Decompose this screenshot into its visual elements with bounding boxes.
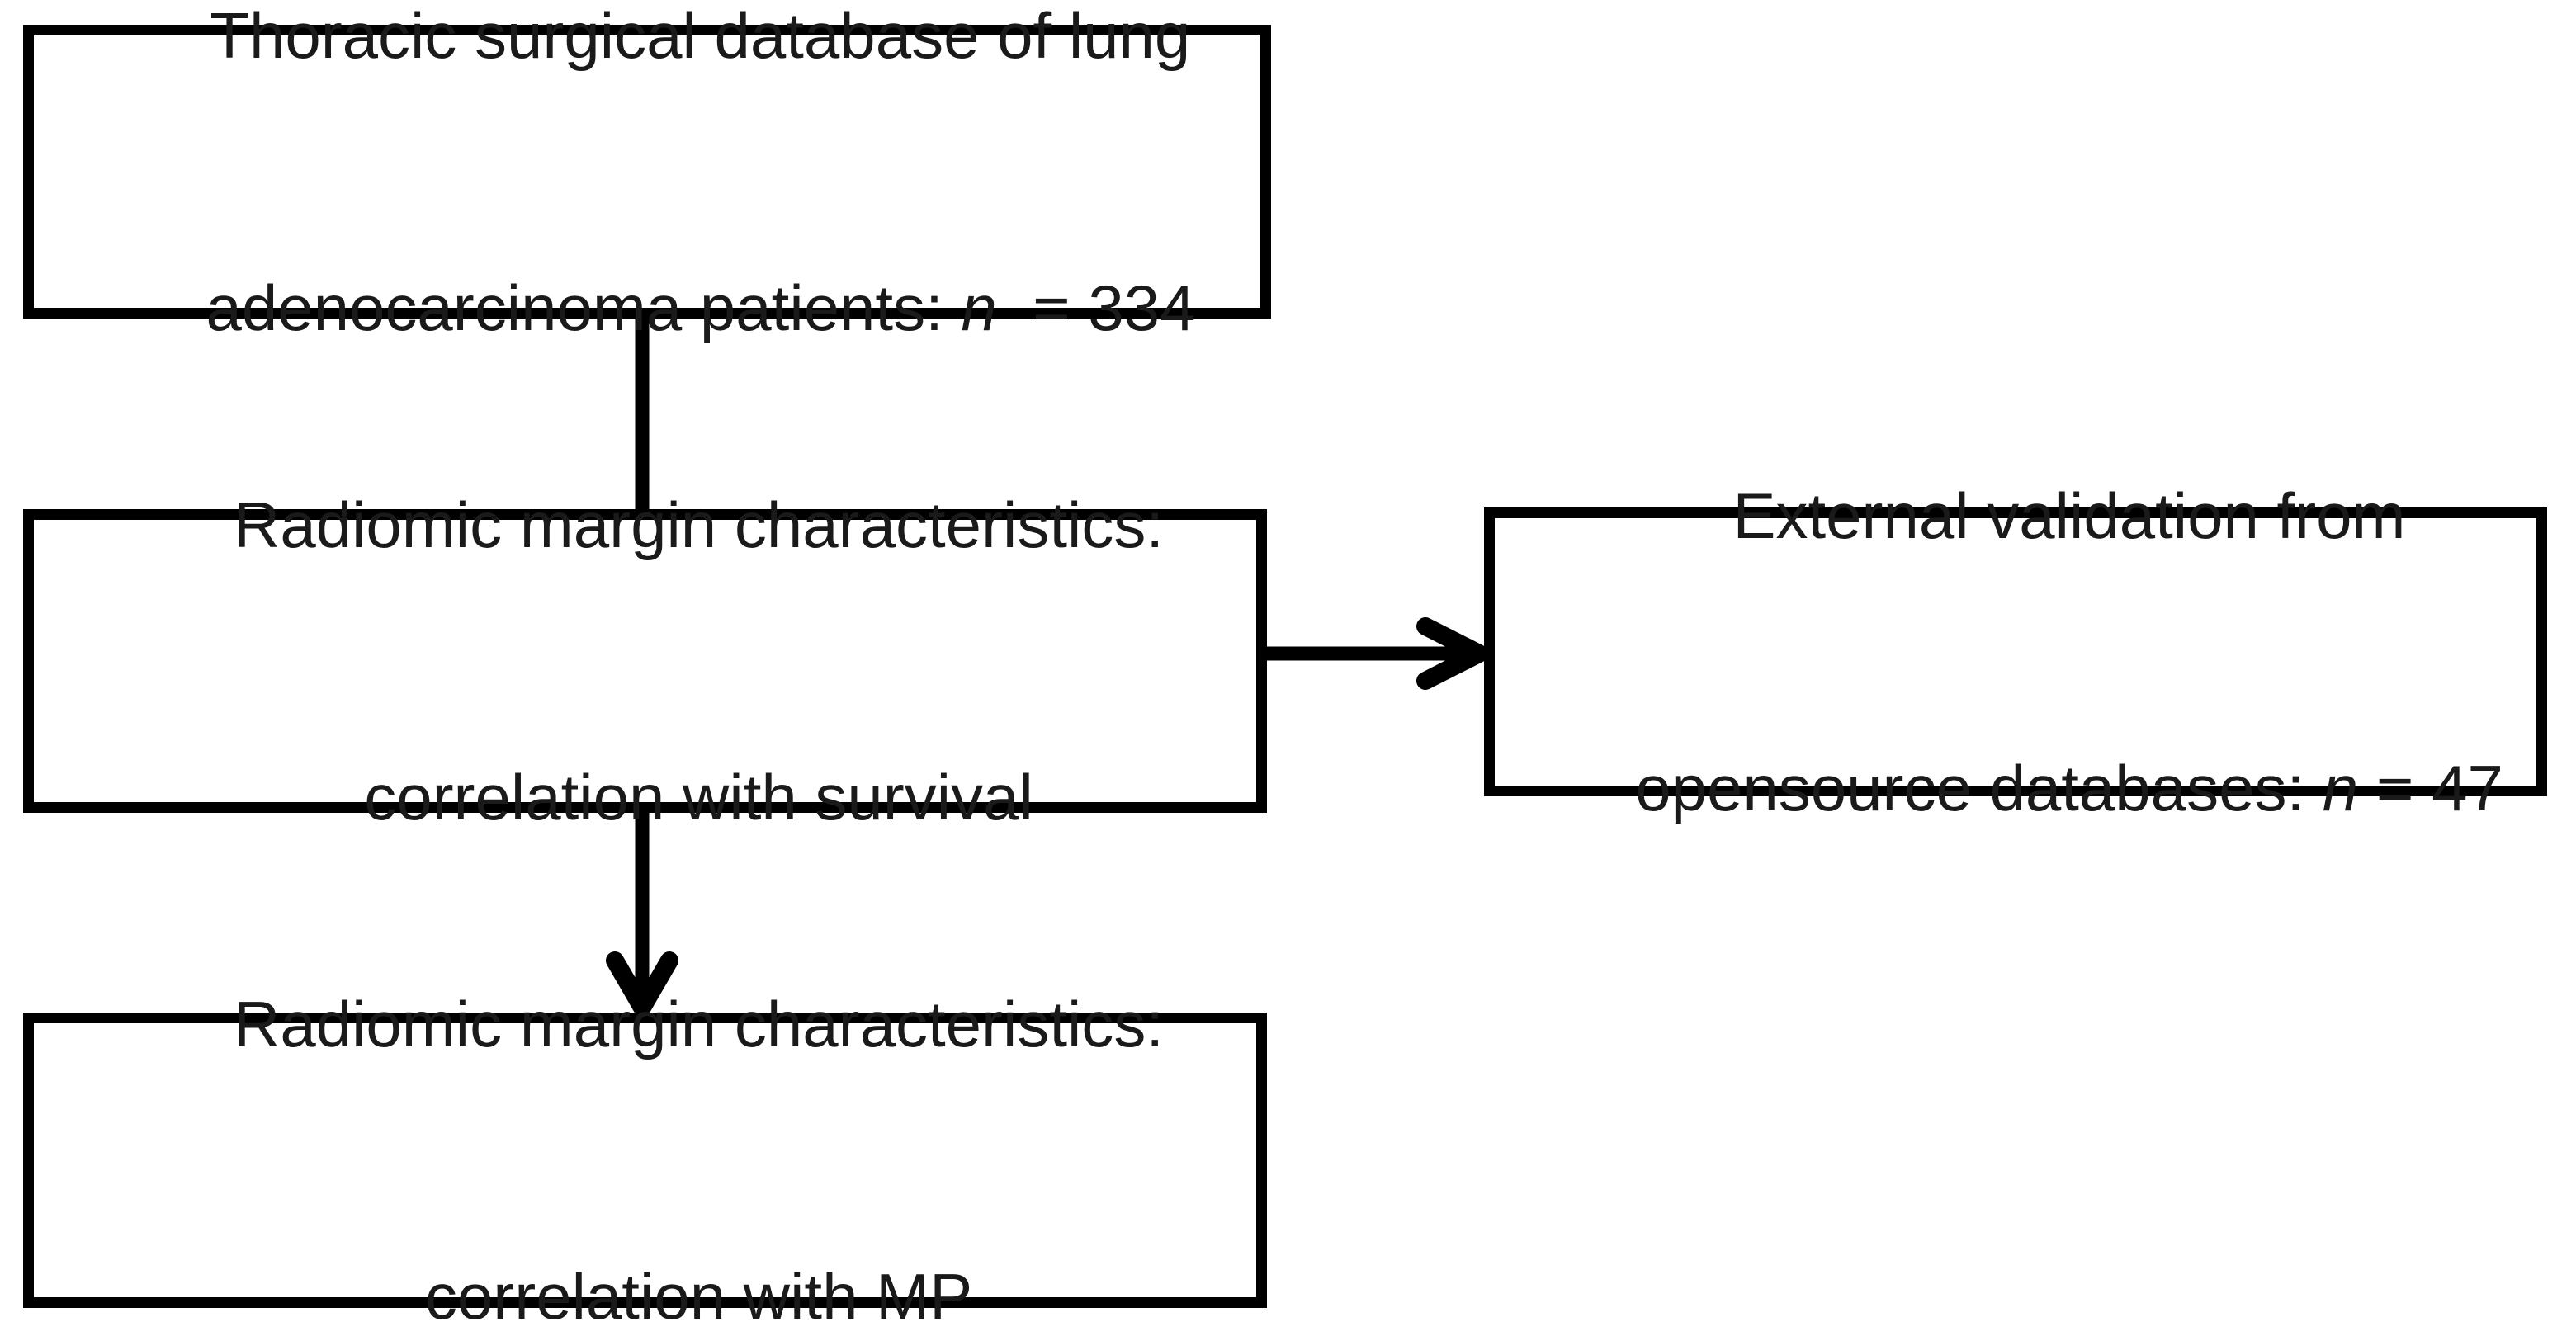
radiomic-mp-line2: correlation with MP [318, 1160, 972, 1336]
radiomic-survival-line2-text: correlation with survival [364, 761, 1033, 833]
thoracic-database-line1-text: Thoracic surgical database of lung [210, 0, 1191, 72]
external-validation-line2-suffix: = 47 [2358, 752, 2503, 824]
external-validation-line1-text: External validation from [1732, 479, 2406, 552]
radiomic-mp-line1: Radiomic margin characteristics: [126, 888, 1164, 1160]
radiomic-survival-line2: correlation with survival [257, 661, 1033, 933]
thoracic-database-n-variable: n [961, 271, 997, 344]
arrowhead-right-icon [1416, 617, 1488, 690]
radiomic-survival-line1: Radiomic margin characteristics: [126, 389, 1164, 661]
box-radiomic-survival: Radiomic margin characteristics: correla… [23, 489, 1267, 833]
external-validation-line1: External validation from [1625, 380, 2405, 652]
thoracic-database-line2-prefix: adenocarcinoma patients: [206, 271, 962, 344]
thoracic-database-line2: adenocarcinoma patients: n = 334 [98, 172, 1196, 444]
box-external-validation: External validation from opensource data… [1484, 479, 2547, 824]
radiomic-mp-line1-text: Radiomic margin characteristics: [234, 988, 1165, 1060]
box-thoracic-database: Thoracic surgical database of lung adeno… [23, 0, 1271, 344]
radiomic-mp-line2-text: correlation with MP [424, 1260, 973, 1333]
box-radiomic-mp: Radiomic margin characteristics: correla… [23, 988, 1267, 1333]
radiomic-survival-line1-text: Radiomic margin characteristics: [234, 489, 1165, 561]
thoracic-database-line1: Thoracic surgical database of lung [104, 0, 1191, 172]
thoracic-database-line2-suffix: = 334 [996, 271, 1196, 344]
external-validation-n-variable: n [2322, 752, 2359, 824]
external-validation-line2: opensource databases: n = 47 [1528, 652, 2503, 924]
external-validation-line2-prefix: opensource databases: [1635, 752, 2323, 824]
